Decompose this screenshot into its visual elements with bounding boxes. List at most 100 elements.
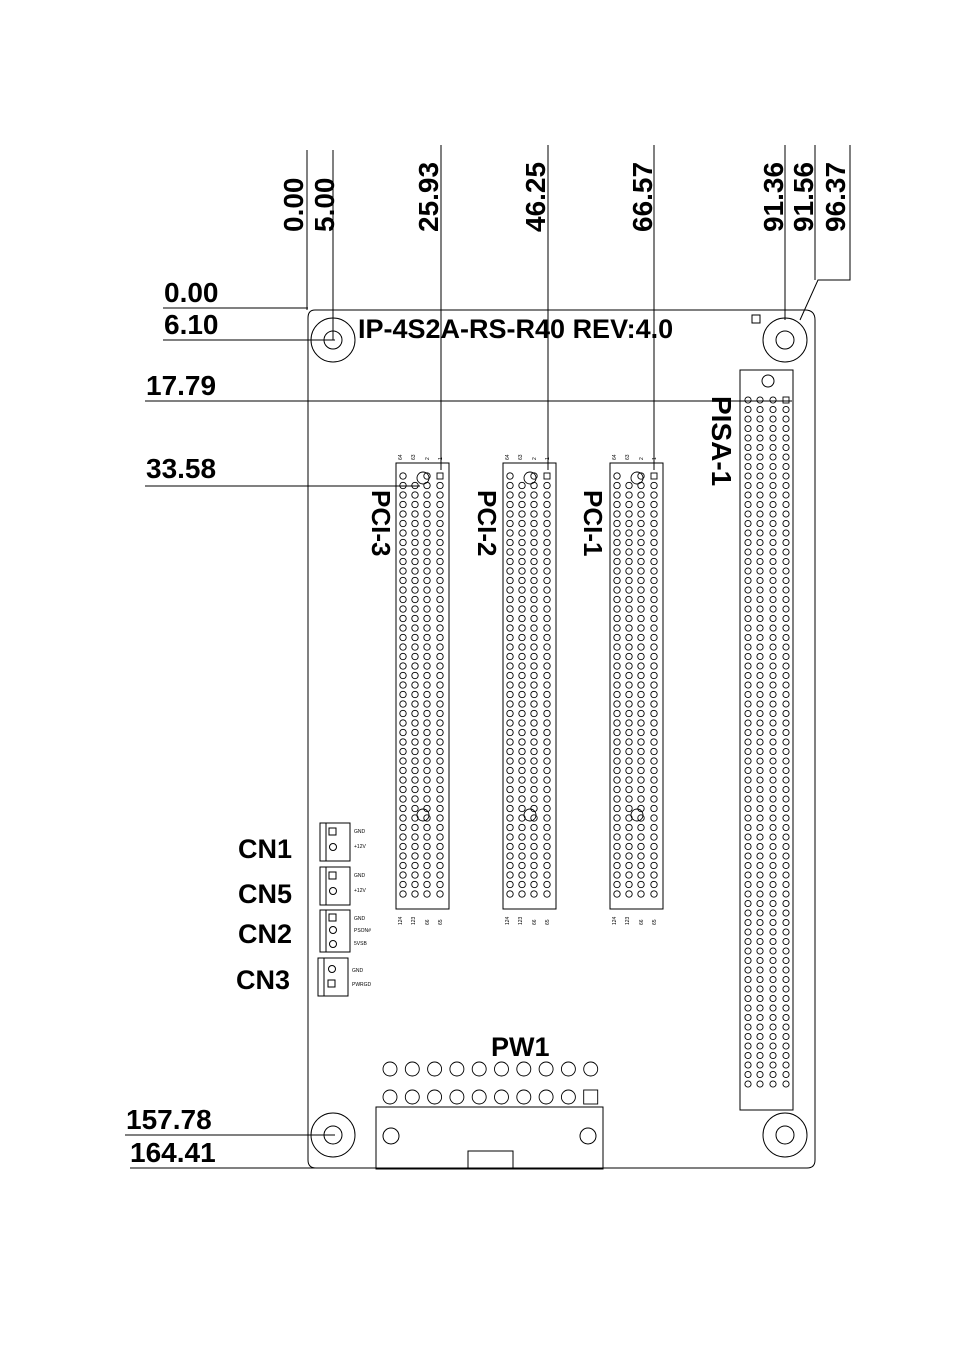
pin-pad [631,472,643,484]
pin-pad [638,758,644,764]
x-dim-5: 91.36 [758,162,789,232]
pin-pad [437,549,443,555]
pin-pad [770,815,776,821]
pin-pad [507,805,513,811]
pin-pad [651,824,657,830]
pin-pad [783,454,789,460]
pin-pad [770,520,776,526]
pin-pad [424,786,430,792]
pin-pad [412,682,418,688]
pin-pad [770,853,776,859]
pin-pad [519,767,525,773]
pin-pad [519,596,525,602]
pci3-pin-label: 124 [398,916,404,925]
pin-pad [400,881,406,887]
pin-pad [770,748,776,754]
pin-pad [561,1062,575,1076]
pin-pad [531,881,537,887]
pin-pad [745,796,751,802]
pin-pad [531,653,537,659]
pin-pad [745,596,751,602]
pin-pad [507,511,513,517]
pin-pad [745,672,751,678]
pin-pad [614,748,620,754]
pin-pad [400,606,406,612]
pin-pad [770,862,776,868]
pin-pad [770,606,776,612]
pin-pad [412,758,418,764]
pw1-pins [383,1062,598,1104]
pin-pad [638,777,644,783]
pin-pad [450,1090,464,1104]
pin-pad [757,881,763,887]
pci2-pin-label: 66 [532,919,538,925]
pci2-pin-label: 1 [545,457,551,460]
pin-pad [544,815,550,821]
pin-pad [531,691,537,697]
pin-pad [783,805,789,811]
pin-pad [651,682,657,688]
cn2-connector: GND PSON# 5VSB [320,910,371,952]
pin-pad [437,596,443,602]
pin-pad [757,919,763,925]
pin-pad [507,777,513,783]
pin-pad [757,1005,763,1011]
pin-pad [437,891,443,897]
pin-pad [745,663,751,669]
pin-pad [626,615,632,621]
pin-pad [614,511,620,517]
pin-pad [638,577,644,583]
pin-pad [651,653,657,659]
pin-pad [783,739,789,745]
pin-pad [651,834,657,840]
pin-pad [745,625,751,631]
pin-pad [437,720,443,726]
pin-pad [770,891,776,897]
y-dim-0: 0.00 [164,277,219,308]
pin-pad [626,843,632,849]
pin-pad [745,1071,751,1077]
pin-pad [412,625,418,631]
pin-pad [783,682,789,688]
pin-pad [424,701,430,707]
pin-pad [651,615,657,621]
pin-pad [544,891,550,897]
pin-pad [614,853,620,859]
pin-pad [614,862,620,868]
pin-pad [383,1062,397,1076]
pin-pad [757,473,763,479]
y-dim-1: 6.10 [164,309,219,340]
x-dim-2: 25.93 [413,162,444,232]
pin-pad [770,910,776,916]
pin-pad [626,862,632,868]
pin-pad [783,672,789,678]
pin-pad [524,472,536,484]
pin-pad [745,720,751,726]
pin-pad [770,834,776,840]
pin-pad [519,568,525,574]
x-dim-6: 91.56 [788,162,819,232]
pin-pad [507,739,513,745]
pin-pad [745,615,751,621]
pin-pad [783,511,789,517]
y-dim-2: 17.79 [146,370,216,401]
pin-pad [424,596,430,602]
pin-pad [770,938,776,944]
pin-pad [770,872,776,878]
pin-pad [651,625,657,631]
pin-pad [424,634,430,640]
pin-pad [783,596,789,602]
pin-pad [770,720,776,726]
pin-pad [783,948,789,954]
pin-pad [437,672,443,678]
pin-pad [424,587,430,593]
pin-pad [531,739,537,745]
pin-pad [770,672,776,678]
pin1-pad [544,473,550,479]
pin-pad [614,729,620,735]
pin-pad [437,568,443,574]
pin-pad [626,720,632,726]
pin-pad [783,976,789,982]
pin-pad [770,1062,776,1068]
pin-pad [770,444,776,450]
